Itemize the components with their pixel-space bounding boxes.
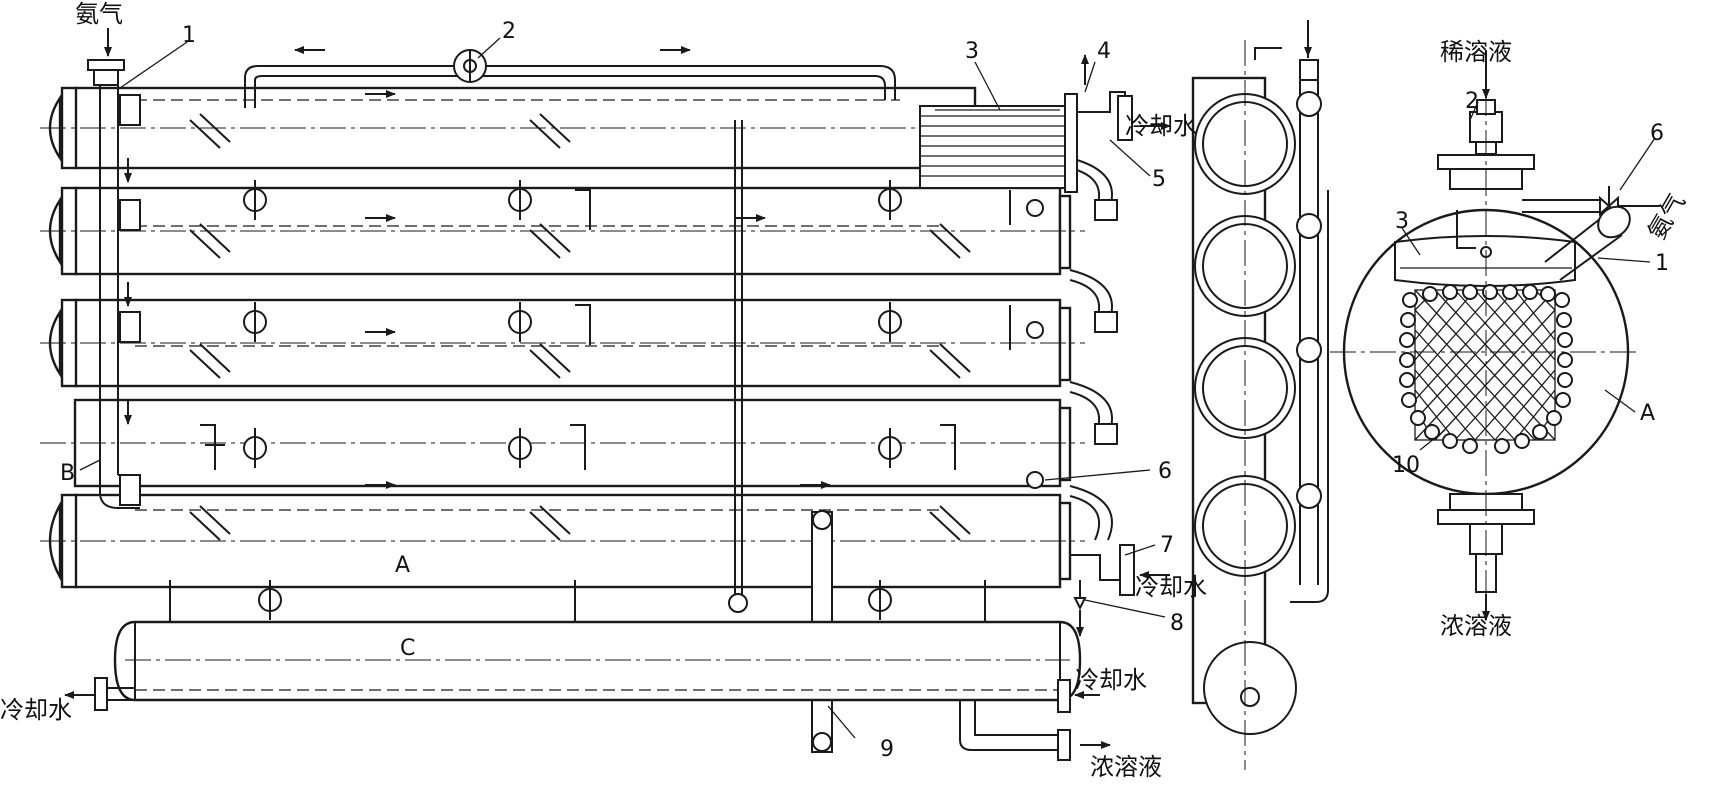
flow-arrows [64,28,1171,749]
callout-6: 6 [1158,459,1172,484]
outlet-fittings [1070,544,1135,611]
callout-7: 7 [1160,533,1174,558]
callout-1: 1 [182,23,196,48]
cooler-bundle [919,91,1133,193]
cross-section [1330,50,1660,621]
label-cooling-water-top: 冷却水 [1125,112,1197,140]
end-view [1191,20,1329,770]
label-ammonia-gas: 氨气 [75,0,123,28]
tube-row-2 [40,186,1085,276]
callout-5: 5 [1152,167,1166,192]
label-concentrated-outlet: 浓溶液 [1090,753,1162,781]
tank-C [94,620,1082,761]
tube-row-1 [40,86,985,170]
section-callout-1: 1 [1655,251,1669,276]
label-cooling-water-left: 冷却水 [0,696,72,724]
callout-9: 9 [880,737,894,762]
callout-4: 4 [1097,39,1111,64]
section-callout-3: 3 [1395,209,1409,234]
header-flanges [119,94,141,506]
label-cooling-water-right: 冷却水 [1135,573,1207,601]
text-labels: 氨气 冷却水 冷却水 冷却水 冷却水 浓溶液 稀溶液 浓溶液 氨气 1 2 3 … [0,0,1691,781]
tube-row-4 [40,398,1085,488]
ammonia-header-B [87,59,140,509]
label-ammonia-gas-rotated: 氨气 [1643,189,1691,245]
section-callout-10: 10 [1392,453,1420,478]
label-cooling-water-tank: 冷却水 [1075,666,1147,694]
callout-8: 8 [1170,611,1184,636]
recirc-pipe [244,49,896,108]
callout-B: B [60,461,75,486]
section-callout-6: 6 [1650,121,1664,146]
tube-row-A [40,493,1085,589]
callout-2: 2 [502,19,516,44]
label-dilute-solution: 稀溶液 [1440,38,1512,66]
leader-lines [79,37,1166,739]
coil-tubes [1399,284,1573,454]
section-callout-A: A [1640,401,1655,426]
side-view [40,28,1171,761]
spray-nozzles [189,113,971,541]
section-callout-2: 2 [1465,89,1479,114]
brackets [169,189,1011,625]
callout-3: 3 [965,39,979,64]
valves [243,180,1044,620]
label-concentrated-solution: 浓溶液 [1440,612,1512,640]
callout-A: A [395,553,410,578]
tube-row-3 [40,298,1085,388]
tube-bundle-10 [1414,289,1556,441]
callout-C: C [400,636,415,661]
